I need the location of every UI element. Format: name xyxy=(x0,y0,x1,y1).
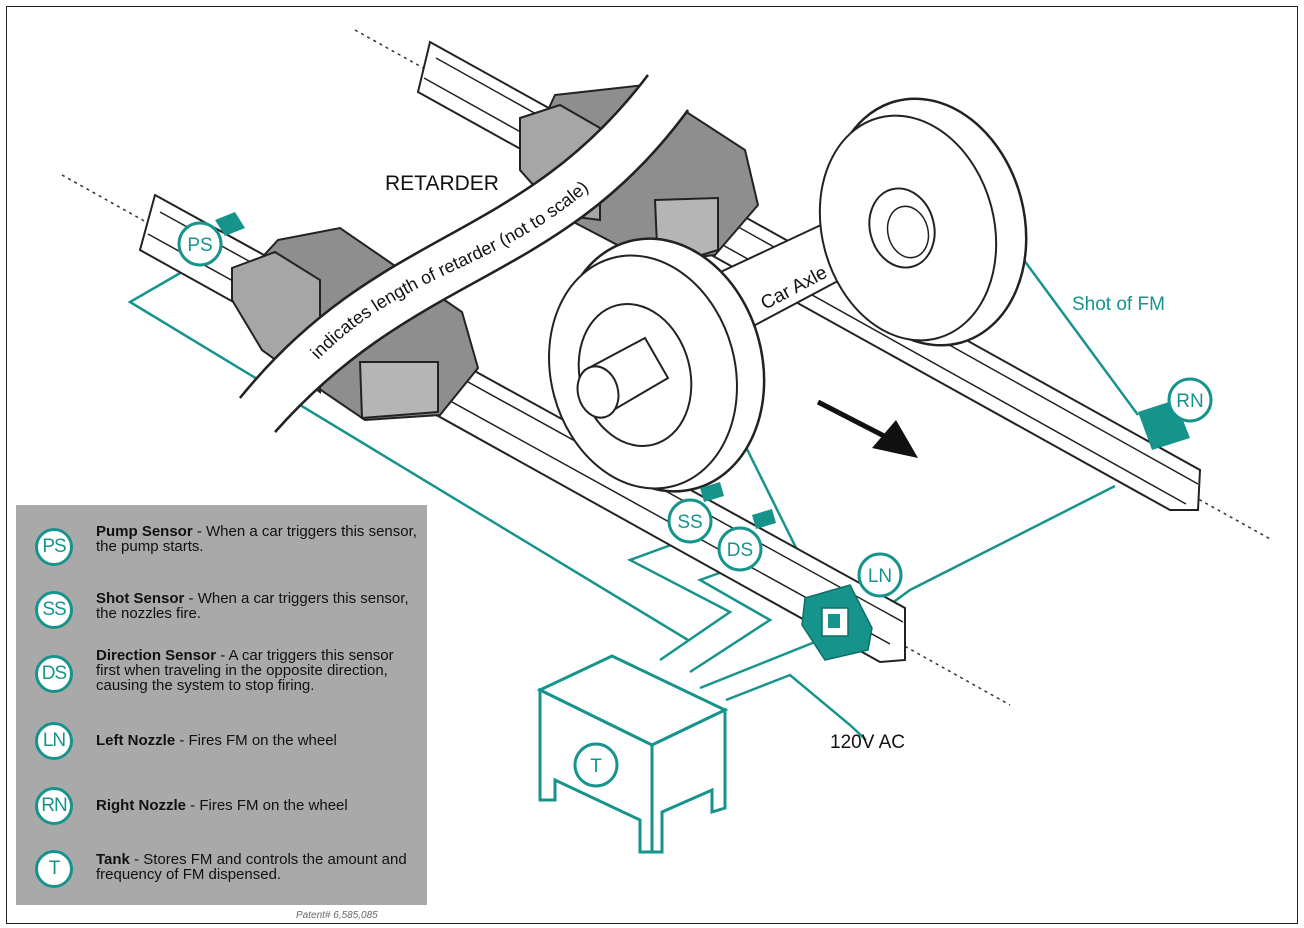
badge-t: T xyxy=(573,742,619,788)
legend-desc-rn: - Fires FM on the wheel xyxy=(186,797,348,814)
badge-t-text: T xyxy=(590,756,602,777)
legend-desc-ln: - Fires FM on the wheel xyxy=(175,732,337,749)
direction-sensor-mount xyxy=(752,509,776,529)
legend-text-ln: Left Nozzle - Fires FM on the wheel xyxy=(96,733,421,748)
legend-badge-ds: DS xyxy=(35,655,73,693)
legend-badge-rn: RN xyxy=(35,787,73,825)
far-wheel xyxy=(818,97,1028,347)
diagram-frame xyxy=(6,6,1298,924)
near-wheel xyxy=(548,237,766,493)
legend-text-ds: Direction Sensor - A car triggers this s… xyxy=(96,648,421,693)
badge-ps-text: PS xyxy=(187,235,212,256)
legend-desc-ps: - When a car triggers this sensor, the p… xyxy=(96,523,417,555)
shot-sensor-mount xyxy=(700,482,724,502)
legend-text-t: Tank - Stores FM and controls the amount… xyxy=(96,852,421,882)
legend-term-rn: Right Nozzle xyxy=(96,797,186,814)
legend-badge-ss: SS xyxy=(35,591,73,629)
left-nozzle-unit xyxy=(801,584,873,661)
legend-term-ps: Pump Sensor xyxy=(96,523,193,540)
power-label: 120V AC xyxy=(830,732,905,753)
patent-number: Patent# 6,585,085 xyxy=(296,910,378,921)
badge-rn-text: RN xyxy=(1176,391,1203,412)
tank xyxy=(536,654,729,854)
badge-ss-text: SS xyxy=(677,512,702,533)
badge-ss: SS xyxy=(667,498,713,544)
badge-ds-text: DS xyxy=(727,540,753,561)
badge-rn: RN xyxy=(1167,377,1213,423)
badge-ps: PS xyxy=(177,221,223,267)
legend-text-ss: Shot Sensor - When a car triggers this s… xyxy=(96,591,421,621)
direction-arrow xyxy=(816,399,918,458)
retarder-label: RETARDER xyxy=(385,172,499,195)
legend-badge-ln: LN xyxy=(35,722,73,760)
legend-term-t: Tank xyxy=(96,851,130,868)
badge-ds: DS xyxy=(717,526,763,572)
legend-text-ps: Pump Sensor - When a car triggers this s… xyxy=(96,524,421,554)
legend-desc-ds: - A car triggers this sensor first when … xyxy=(96,647,394,694)
legend-term-ss: Shot Sensor xyxy=(96,590,185,607)
legend-term-ds: Direction Sensor xyxy=(96,647,217,664)
retarder-band xyxy=(240,75,688,432)
legend-text-rn: Right Nozzle - Fires FM on the wheel xyxy=(96,798,421,813)
badge-ln-text: LN xyxy=(868,566,892,587)
pump-sensor-mount xyxy=(215,212,245,236)
legend-desc-ss: - When a car triggers this sensor, the n… xyxy=(96,590,409,622)
legend-badge-t: T xyxy=(35,850,73,888)
badge-ln: LN xyxy=(857,552,903,598)
shot-of-fm-label: Shot of FM xyxy=(1072,294,1165,315)
legend-badge-ps: PS xyxy=(35,528,73,566)
legend: PS Pump Sensor - When a car triggers thi… xyxy=(16,505,427,905)
legend-term-ln: Left Nozzle xyxy=(96,732,176,749)
legend-desc-t: - Stores FM and controls the amount and … xyxy=(96,851,407,883)
